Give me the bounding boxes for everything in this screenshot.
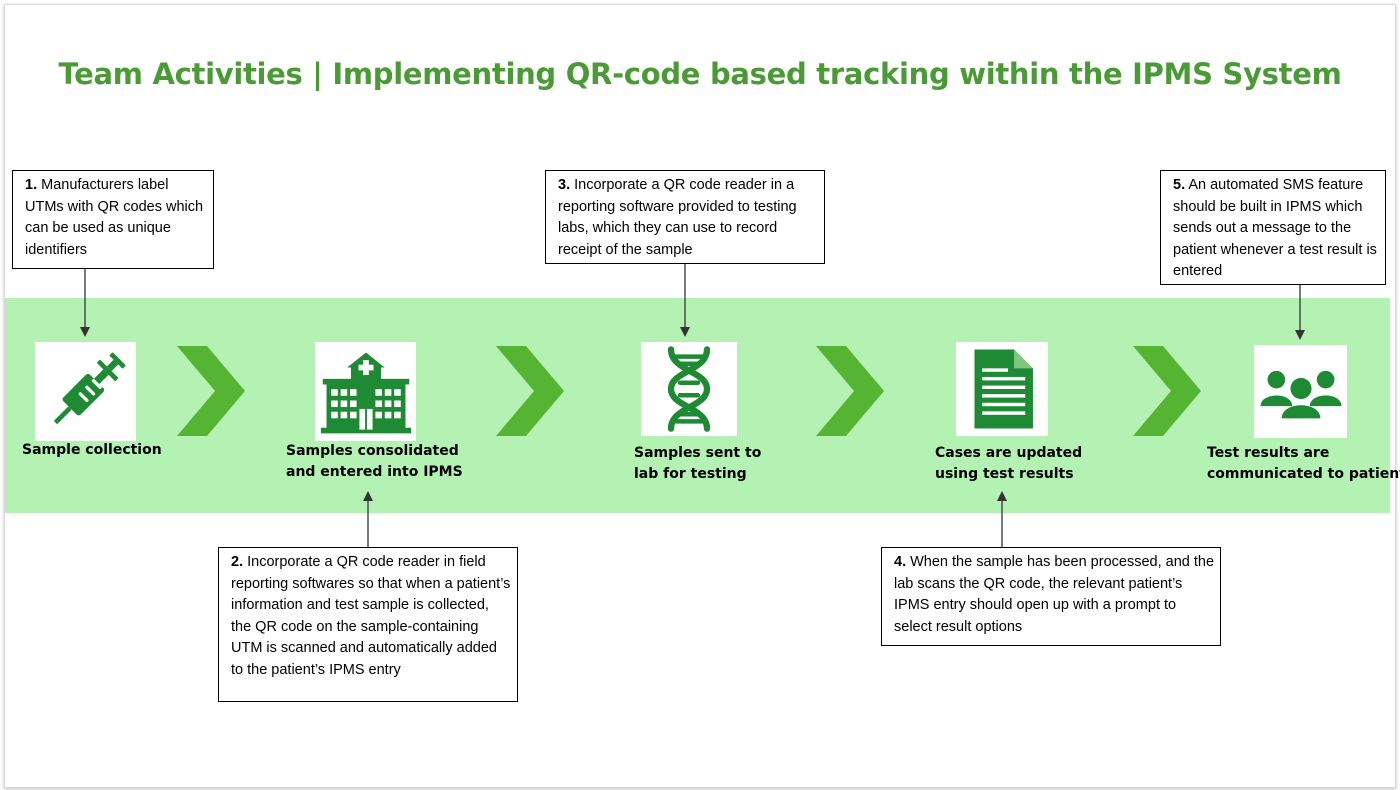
people-group-icon [1260, 370, 1341, 418]
step-1-icon-box [35, 342, 136, 441]
chevron-4-icon [1133, 346, 1201, 436]
step-1-label-line-1: Sample collection [22, 442, 162, 458]
step-2-label-line-2: and entered into IPMS [286, 464, 463, 480]
chevron-3-icon [816, 346, 884, 436]
step-4-label: Cases are updated using test results [935, 443, 1082, 485]
step-2-label: Samples consolidated and entered into IP… [286, 441, 463, 483]
step-3-label-line-1: Samples sent to [634, 445, 762, 461]
step-5-label: Test results are communicated to patient… [1207, 443, 1400, 485]
slide-title: Team Activities | Implementing QR-code b… [58, 57, 1342, 91]
note-2: 2. Incorporate a QR code reader in field… [218, 547, 518, 702]
step-3-label-line-2: lab for testing [634, 466, 747, 482]
note-2-text: Incorporate a QR code reader in field re… [231, 554, 511, 678]
step-5-icon-box [1254, 345, 1347, 438]
note-4-number: 4. [894, 554, 907, 570]
note-4: 4. When the sample has been processed, a… [881, 547, 1221, 646]
syringe-icon [53, 352, 125, 424]
step-4-label-line-2: using test results [935, 466, 1074, 482]
note-5: 5. An automated SMS feature should be bu… [1160, 170, 1386, 285]
chevron-2-icon [496, 346, 564, 436]
note-1: 1. Manufacturers label UTMs with QR code… [12, 170, 214, 269]
hospital-icon [320, 352, 411, 433]
note-3-number: 3. [558, 177, 571, 193]
step-5-label-line-2: communicated to patients [1207, 466, 1400, 482]
step-3-icon-box [641, 342, 737, 436]
note-1-number: 1. [25, 177, 38, 193]
chevron-1-icon [177, 346, 245, 436]
step-2-label-line-1: Samples consolidated [286, 443, 459, 459]
document-icon [974, 349, 1033, 429]
step-1-label: Sample collection [22, 440, 162, 461]
note-3-text: Incorporate a QR code reader in a report… [558, 177, 797, 258]
step-2-icon-box [315, 342, 416, 441]
note-4-text: When the sample has been processed, and … [894, 554, 1215, 635]
note-3: 3. Incorporate a QR code reader in a rep… [545, 170, 825, 264]
note-2-number: 2. [231, 554, 244, 570]
note-1-text: Manufacturers label UTMs with QR codes w… [25, 177, 204, 258]
step-5-label-line-1: Test results are [1207, 445, 1330, 461]
note-5-text: An automated SMS feature should be built… [1173, 177, 1377, 279]
dna-icon [667, 346, 711, 432]
step-4-icon-box [956, 342, 1048, 436]
step-3-label: Samples sent to lab for testing [634, 443, 761, 485]
step-4-label-line-1: Cases are updated [935, 445, 1083, 461]
note-5-number: 5. [1173, 177, 1186, 193]
